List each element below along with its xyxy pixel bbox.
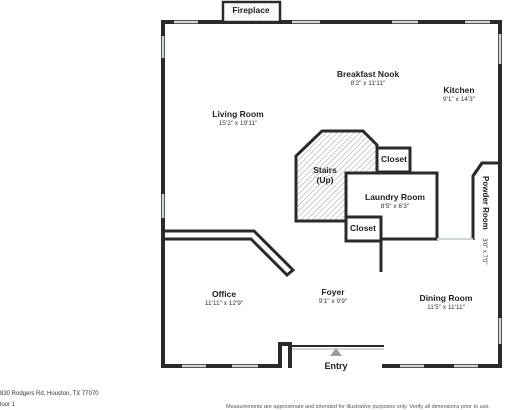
label-kitchen: Kitchen 9'1" x 14'3" [442, 85, 476, 103]
powder-room-walls [471, 161, 500, 240]
label-powder-room: Powder Room 3'0" x 7'0" [478, 176, 496, 264]
kitchen-dims: 9'1" x 14'3" [442, 95, 476, 103]
label-office: Office 11'11" x 12'9" [204, 289, 244, 307]
fireplace-name: Fireplace [232, 5, 270, 15]
office-name: Office [211, 289, 237, 299]
label-laundry-room: Laundry Room 8'5" x 6'3" [365, 192, 425, 210]
stairs-direction: (Up) [316, 174, 334, 185]
dining-room-dims: 11'5" x 11'11" [427, 303, 465, 311]
address-text: 830 Rodgers Rd, Houston, TX 77070 [0, 391, 99, 397]
breakfast-nook-dims: 8'2" x 11'11" [350, 79, 386, 87]
label-living-room: Living Room 15'2" x 19'11" [212, 109, 264, 127]
windows [161, 20, 502, 368]
kitchen-name: Kitchen [443, 85, 475, 95]
breakfast-nook-name: Breakfast Nook [336, 69, 400, 79]
label-closet-lower: Closet [350, 223, 376, 234]
label-stairs: Stairs (Up) [313, 165, 337, 186]
foyer-dims: 9'1" x 9'9" [318, 297, 348, 305]
closet-lower-name: Closet [350, 223, 376, 233]
closet-upper-name: Closet [381, 154, 407, 164]
label-closet-upper: Closet [381, 154, 407, 165]
entry-door [292, 345, 384, 356]
label-entry: Entry [324, 361, 347, 371]
laundry-room-dims: 8'5" x 6'3" [380, 202, 410, 210]
fireplace [221, 0, 282, 24]
living-room-dims: 15'2" x 19'11" [218, 119, 258, 127]
dining-room-name: Dining Room [419, 293, 473, 303]
interior-walls [163, 229, 473, 278]
label-dining-room: Dining Room 11'5" x 11'11" [419, 293, 473, 311]
entry-name: Entry [324, 361, 348, 371]
office-dims: 11'11" x 12'9" [204, 299, 244, 307]
closet-lower [344, 215, 383, 243]
entry-arrow-icon [330, 348, 342, 356]
label-foyer: Foyer 9'1" x 9'9" [318, 287, 348, 305]
foyer-name: Foyer [321, 287, 345, 297]
living-room-name: Living Room [212, 109, 264, 119]
powder-room-dims: 3'0" x 7'0" [481, 238, 487, 265]
label-fireplace: Fireplace [232, 5, 270, 16]
stairs-name: Stairs [313, 165, 337, 175]
label-breakfast-nook: Breakfast Nook 8'2" x 11'11" [336, 69, 400, 87]
laundry-room-name: Laundry Room [365, 192, 425, 202]
disclaimer-text: Measurements are approximate and intende… [226, 404, 491, 410]
powder-room-name: Powder Room [481, 176, 490, 230]
floor-text: loor 1 [0, 402, 16, 408]
